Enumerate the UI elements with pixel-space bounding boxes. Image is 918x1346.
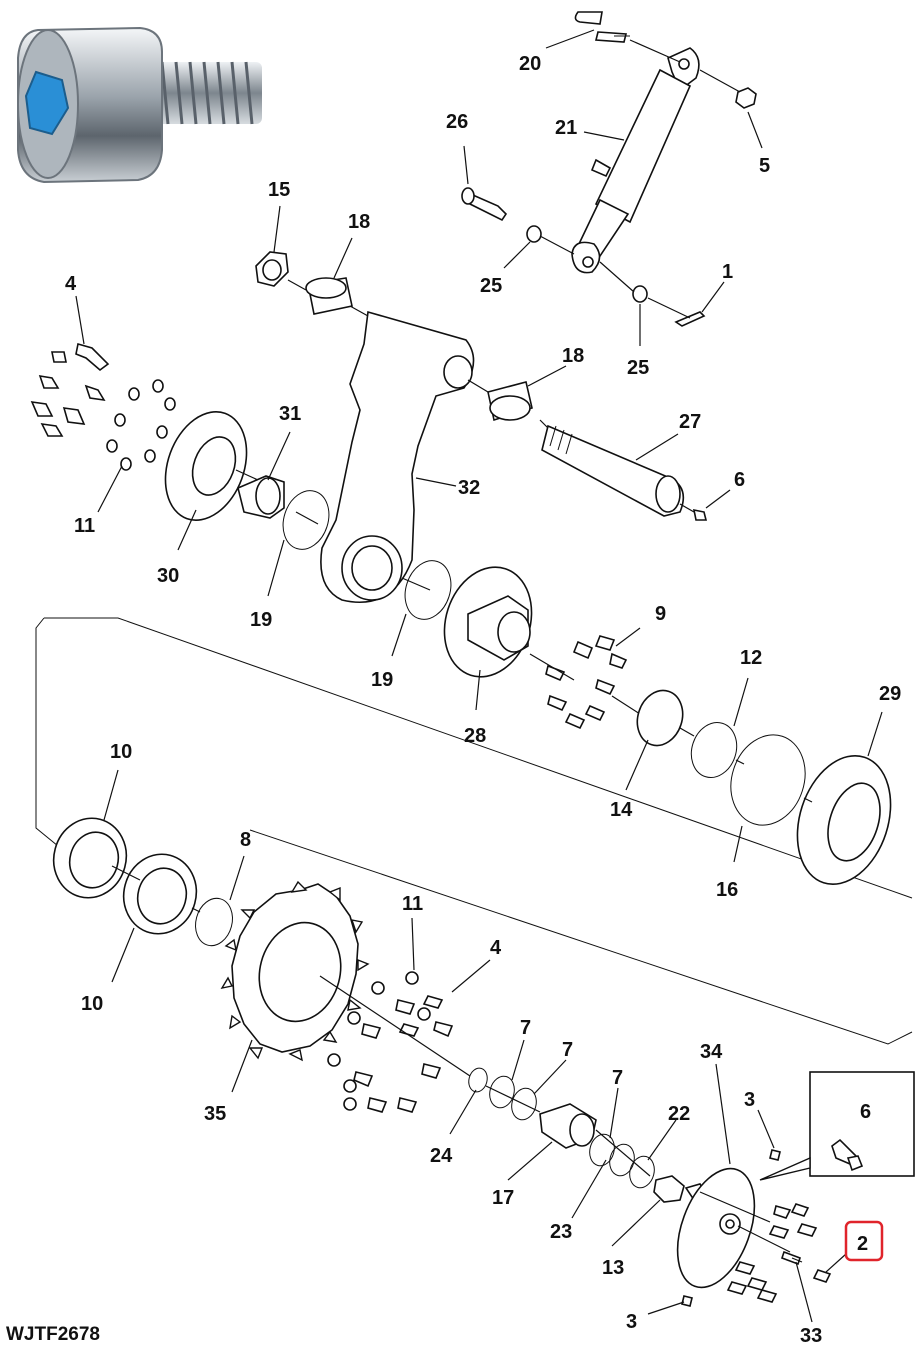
- callout-23: 23: [550, 1221, 572, 1243]
- callout-5: 5: [759, 155, 770, 177]
- callout-32: 32: [458, 477, 480, 499]
- callout-12: 12: [740, 647, 762, 669]
- callout-10: 10: [81, 993, 103, 1015]
- assembly-outline: [35, 617, 913, 1045]
- callout-14: 14: [610, 799, 633, 821]
- callout-15: 15: [268, 179, 290, 201]
- callout-29: 29: [879, 683, 901, 705]
- sprocket-35: [220, 880, 370, 1062]
- callout-11: 11: [74, 515, 95, 537]
- callout-19: 19: [250, 609, 272, 631]
- callout-17: 17: [492, 1187, 514, 1209]
- callout-25: 25: [627, 357, 649, 379]
- leader-lines: [75, 29, 883, 1323]
- callout-24: 24: [430, 1145, 453, 1167]
- callout-20: 20: [519, 53, 541, 75]
- callout-9: 9: [655, 603, 666, 625]
- callout-30: 30: [157, 565, 179, 587]
- callout-18: 18: [562, 345, 584, 367]
- highlight-box: [844, 1220, 884, 1262]
- bolt-cluster-center: [327, 971, 454, 1113]
- callout-8: 8: [240, 829, 251, 851]
- inset-fitting-6: [759, 1071, 915, 1181]
- callout-13: 13: [602, 1257, 624, 1279]
- flange-30: [164, 410, 452, 620]
- callout-10: 10: [110, 741, 132, 763]
- callout-25: 25: [480, 275, 502, 297]
- callout-22: 22: [668, 1103, 690, 1125]
- hub-28: [443, 566, 641, 730]
- callout-4: 4: [65, 273, 77, 295]
- callout-2-highlighted: 2: [857, 1233, 868, 1255]
- callout-21: 21: [555, 117, 577, 139]
- callout-28: 28: [464, 725, 486, 747]
- callout-7: 7: [562, 1039, 573, 1061]
- callout-34: 34: [700, 1041, 723, 1063]
- callout-3: 3: [626, 1311, 637, 1333]
- callout-16: 16: [716, 879, 738, 901]
- hub-assembly-lower: [319, 975, 832, 1307]
- callout-27: 27: [679, 411, 701, 433]
- callout-19: 19: [371, 669, 393, 691]
- callout-1: 1: [722, 261, 733, 283]
- cover-29: [636, 689, 892, 886]
- callout-33: 33: [800, 1325, 822, 1346]
- callout-35: 35: [204, 1103, 226, 1125]
- callout-labels: 20 5 21 26 15 18 25 1 25 4 18 27 31 6 11…: [6, 53, 901, 1346]
- callout-11: 11: [402, 893, 423, 915]
- callout-26: 26: [446, 111, 468, 133]
- cap-screw-photo: [17, 26, 262, 184]
- hydraulic-cylinder: [461, 11, 757, 327]
- callout-4: 4: [490, 937, 502, 959]
- callout-31: 31: [279, 403, 301, 425]
- callout-3: 3: [744, 1089, 755, 1111]
- callout-7: 7: [520, 1017, 531, 1039]
- figure-code: WJTF2678: [6, 1324, 100, 1345]
- callout-6-inset: 6: [860, 1101, 871, 1123]
- bolt-cluster-left: [30, 342, 176, 471]
- callout-18: 18: [348, 211, 370, 233]
- callout-6: 6: [734, 469, 745, 491]
- bearings-10: [52, 817, 233, 947]
- pivot-arm: [255, 251, 708, 604]
- callout-7: 7: [612, 1067, 623, 1089]
